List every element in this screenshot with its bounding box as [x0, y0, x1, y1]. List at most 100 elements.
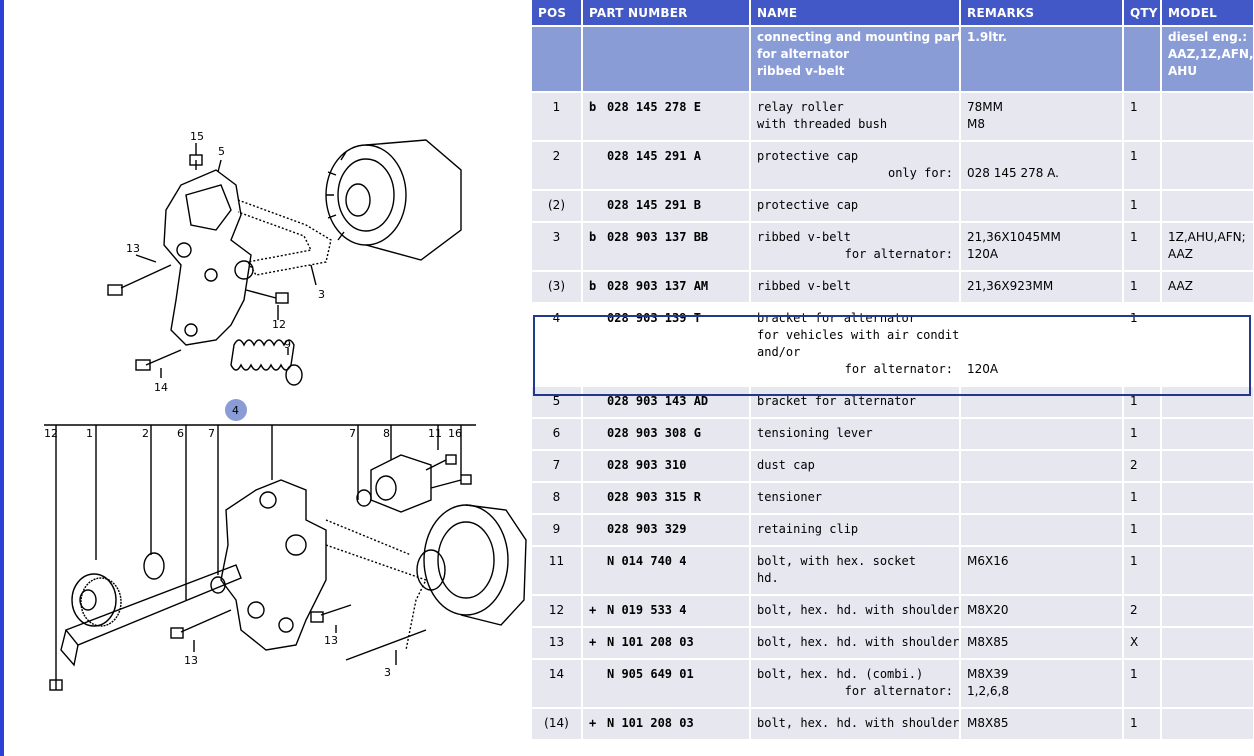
- name-line: protective cap: [757, 198, 859, 212]
- cell-name: ribbed v-belt: [750, 271, 961, 304]
- header-model[interactable]: MODEL: [1161, 0, 1254, 27]
- cell-pos: (14): [532, 708, 583, 741]
- cell-pos: (3): [532, 271, 583, 304]
- remarks-line: 21,36X923MM: [967, 279, 1054, 293]
- part-flag: +: [589, 716, 597, 730]
- part-number-text: 028 903 329: [607, 522, 687, 536]
- cell-name: protective cap: [750, 190, 961, 223]
- header-remarks[interactable]: REMARKS: [960, 0, 1124, 27]
- part-number-text: 028 145 291 A: [607, 149, 701, 163]
- cell-part-number: 028 903 308 G: [582, 418, 751, 451]
- header-pos[interactable]: POS: [532, 0, 583, 27]
- cell-name: bolt, hex. hd. with shoulder: [750, 627, 961, 660]
- cell-qty: 1: [1123, 303, 1162, 387]
- remarks-line: [967, 310, 1116, 327]
- part-number-text: N 101 208 03: [607, 716, 694, 730]
- cell-remarks: [960, 450, 1124, 483]
- cell-remarks: M8X85: [960, 708, 1124, 741]
- part-flag: +: [589, 603, 597, 617]
- diagram-drawing: 15 5 13 3 12 9 14 4 12 1 2 6 7 7 8 11 16…: [44, 130, 527, 691]
- cell-part-number: 028 903 315 R: [582, 482, 751, 515]
- part-number-text: N 019 533 4: [607, 603, 687, 617]
- cell-qty: 1: [1123, 514, 1162, 547]
- name-line: protective cap: [757, 149, 859, 163]
- remarks-line: M8X20: [967, 603, 1009, 617]
- cell-model: [1161, 92, 1254, 142]
- remarks-line: 1,2,6,8: [967, 684, 1009, 698]
- cell-name: retaining clip: [750, 514, 961, 547]
- cell-name: bracket for alternator: [750, 386, 961, 419]
- cell-name: bolt, hex. hd. (combi.)for alternator:: [750, 659, 961, 709]
- name-line: dust cap: [757, 458, 815, 472]
- name-line: bracket for alternator: [757, 394, 916, 408]
- callout-14: 14: [154, 381, 168, 394]
- name-line: bracket for alternator: [757, 311, 916, 325]
- intro-name: connecting and mounting parts for altern…: [750, 26, 961, 93]
- cell-name: bolt, with hex. socket hd.: [750, 546, 961, 596]
- name-line: and/or: [757, 345, 801, 359]
- cell-qty: 1: [1123, 271, 1162, 304]
- callout-15: 15: [190, 130, 204, 143]
- cell-part-number: 028 145 291 B: [582, 190, 751, 223]
- name-line: ribbed v-belt: [757, 279, 851, 293]
- name-line: bolt, with hex. socket: [757, 554, 916, 568]
- cell-qty: 2: [1123, 450, 1162, 483]
- part-number-text: 028 145 291 B: [607, 198, 701, 212]
- cell-name: dust cap: [750, 450, 961, 483]
- callout-13-c: 13: [324, 634, 338, 647]
- cell-part-number: N 905 649 01: [582, 659, 751, 709]
- cell-qty: 1: [1123, 418, 1162, 451]
- remarks-line: M8: [967, 117, 985, 131]
- cell-model: [1161, 659, 1254, 709]
- name-line: hd.: [757, 571, 779, 585]
- remarks-line: 120A: [967, 247, 999, 261]
- cell-qty: 1: [1123, 546, 1162, 596]
- cell-model: [1161, 141, 1254, 191]
- cell-model: [1161, 595, 1254, 628]
- cell-pos: 8: [532, 482, 583, 515]
- cell-pos: 14: [532, 659, 583, 709]
- cell-qty: 1: [1123, 386, 1162, 419]
- header-qty[interactable]: QTY: [1123, 0, 1162, 27]
- name-line: bolt, hex. hd. (combi.): [757, 667, 924, 681]
- exploded-parts-diagram: 15 5 13 3 12 9 14 4 12 1 2 6 7 7 8 11 16…: [6, 0, 532, 756]
- callout-8: 8: [383, 427, 390, 440]
- remarks-line: M8X85: [967, 716, 1009, 730]
- pos-4-marker[interactable]: [225, 399, 247, 421]
- part-number-text: 028 903 315 R: [607, 490, 701, 504]
- header-part-number[interactable]: PART NUMBER: [582, 0, 751, 27]
- cell-model: [1161, 546, 1254, 596]
- part-number-text: 028 145 278 E: [607, 100, 701, 114]
- callout-7-b: 7: [349, 427, 356, 440]
- parts-table: POS PART NUMBER NAME REMARKS QTY MODEL c…: [532, 0, 1254, 741]
- header-name[interactable]: NAME: [750, 0, 961, 27]
- cell-remarks: M8X20: [960, 595, 1124, 628]
- callout-5: 5: [218, 145, 225, 158]
- cell-part-number: + N 019 533 4: [582, 595, 751, 628]
- cell-pos: 4: [532, 303, 583, 387]
- remarks-line: 028 145 278 A.: [967, 166, 1059, 180]
- name-line: for vehicles with air condit.: [757, 328, 960, 342]
- remarks-line: [967, 327, 1116, 344]
